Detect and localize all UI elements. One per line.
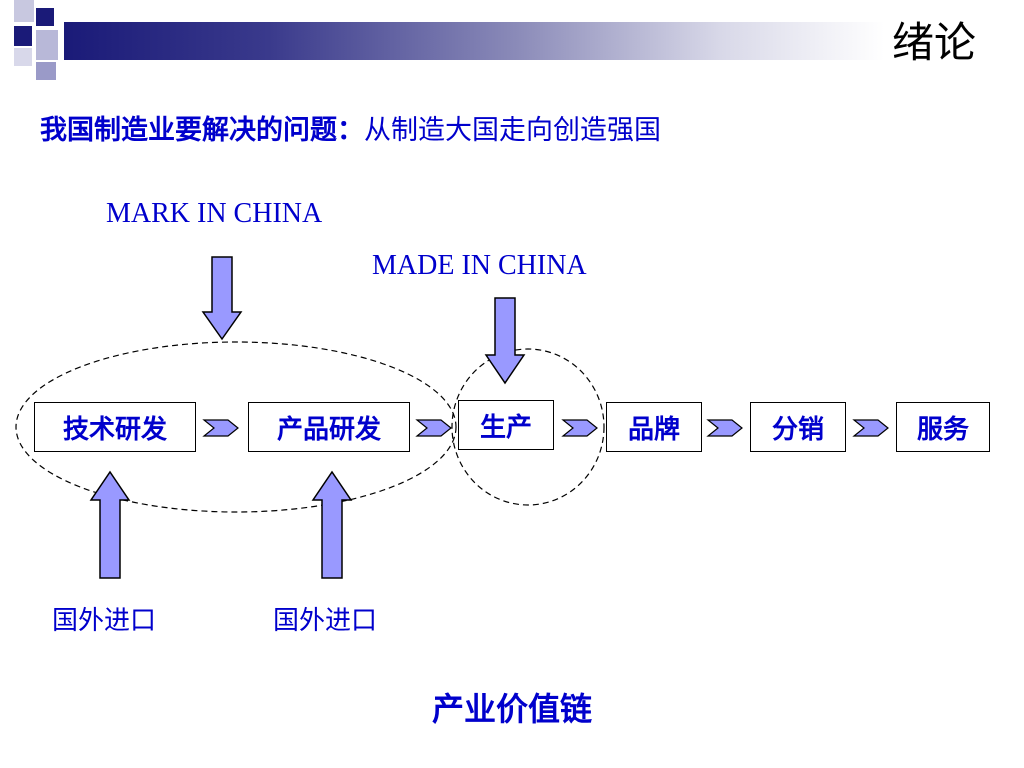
import-arrow [89,470,131,579]
flow-chevron-arrow [415,419,452,437]
flow-chevron-arrow [852,419,889,437]
mark-in-china-label: MARK IN CHINA [106,198,323,229]
slide-title: 绪论 [891,18,976,67]
production-circle [451,348,605,506]
problem-statement: 我国制造业要解决的问题：从制造大国走向创造强国 [40,108,661,147]
import-label-right: 国外进口 [273,606,378,636]
import-label-left: 国外进口 [52,606,157,636]
made-in-china-arrow [484,297,526,385]
stage-brand: 品牌 [606,402,702,452]
header-gradient-bar [64,22,884,60]
flow-chevron-arrow [202,419,239,437]
header-square-decoration [14,26,32,46]
header-square-decoration [36,30,58,60]
value-chain-title: 产业价值链 [431,690,592,728]
import-arrow [311,470,353,579]
flow-chevron-arrow [561,419,598,437]
header-square-decoration [36,62,56,80]
stage-production: 生产 [458,400,554,450]
problem-text: 从制造大国走向创造强国 [364,115,661,146]
stage-tech-rd: 技术研发 [34,402,196,452]
made-in-china-label: MADE IN CHINA [372,250,587,281]
stage-product-rd: 产品研发 [248,402,410,452]
header-square-decoration [14,0,34,22]
header-square-decoration [36,8,54,26]
mark-in-china-arrow [201,256,243,341]
problem-label: 我国制造业要解决的问题： [40,115,364,146]
stage-distribution: 分销 [750,402,846,452]
rd-group-ellipse [15,341,457,513]
header-square-decoration [14,48,32,66]
flow-chevron-arrow [706,419,743,437]
stage-service: 服务 [896,402,990,452]
